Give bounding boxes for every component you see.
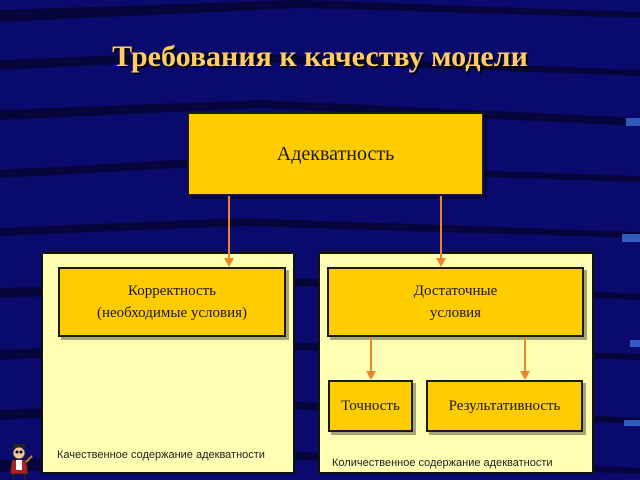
professor-mascot-icon — [9, 444, 33, 480]
correctness-label: Корректность — [127, 283, 216, 299]
sufficient-conditions-box: Достаточные условия — [327, 267, 584, 337]
accuracy-label: Точность — [341, 397, 400, 414]
correctness-sublabel: (необходимые условия) — [96, 305, 248, 321]
effectiveness-label: Результативность — [448, 397, 561, 414]
correctness-box: Корректность (необходимые условия) — [58, 267, 286, 337]
adequacy-box: Адекватность — [187, 112, 484, 196]
effectiveness-box: Результативность — [426, 380, 583, 432]
sufficient-conditions-sublabel: условия — [429, 305, 482, 321]
sufficient-conditions-label: Достаточные — [413, 283, 498, 299]
qualitative-caption: Качественное содержание адекватности — [57, 449, 265, 461]
quantitative-caption: Количественное содержание адекватности — [332, 457, 553, 469]
page-title: Требования к качеству модели — [112, 40, 528, 73]
accuracy-box: Точность — [328, 380, 413, 432]
adequacy-label: Адекватность — [276, 142, 395, 165]
